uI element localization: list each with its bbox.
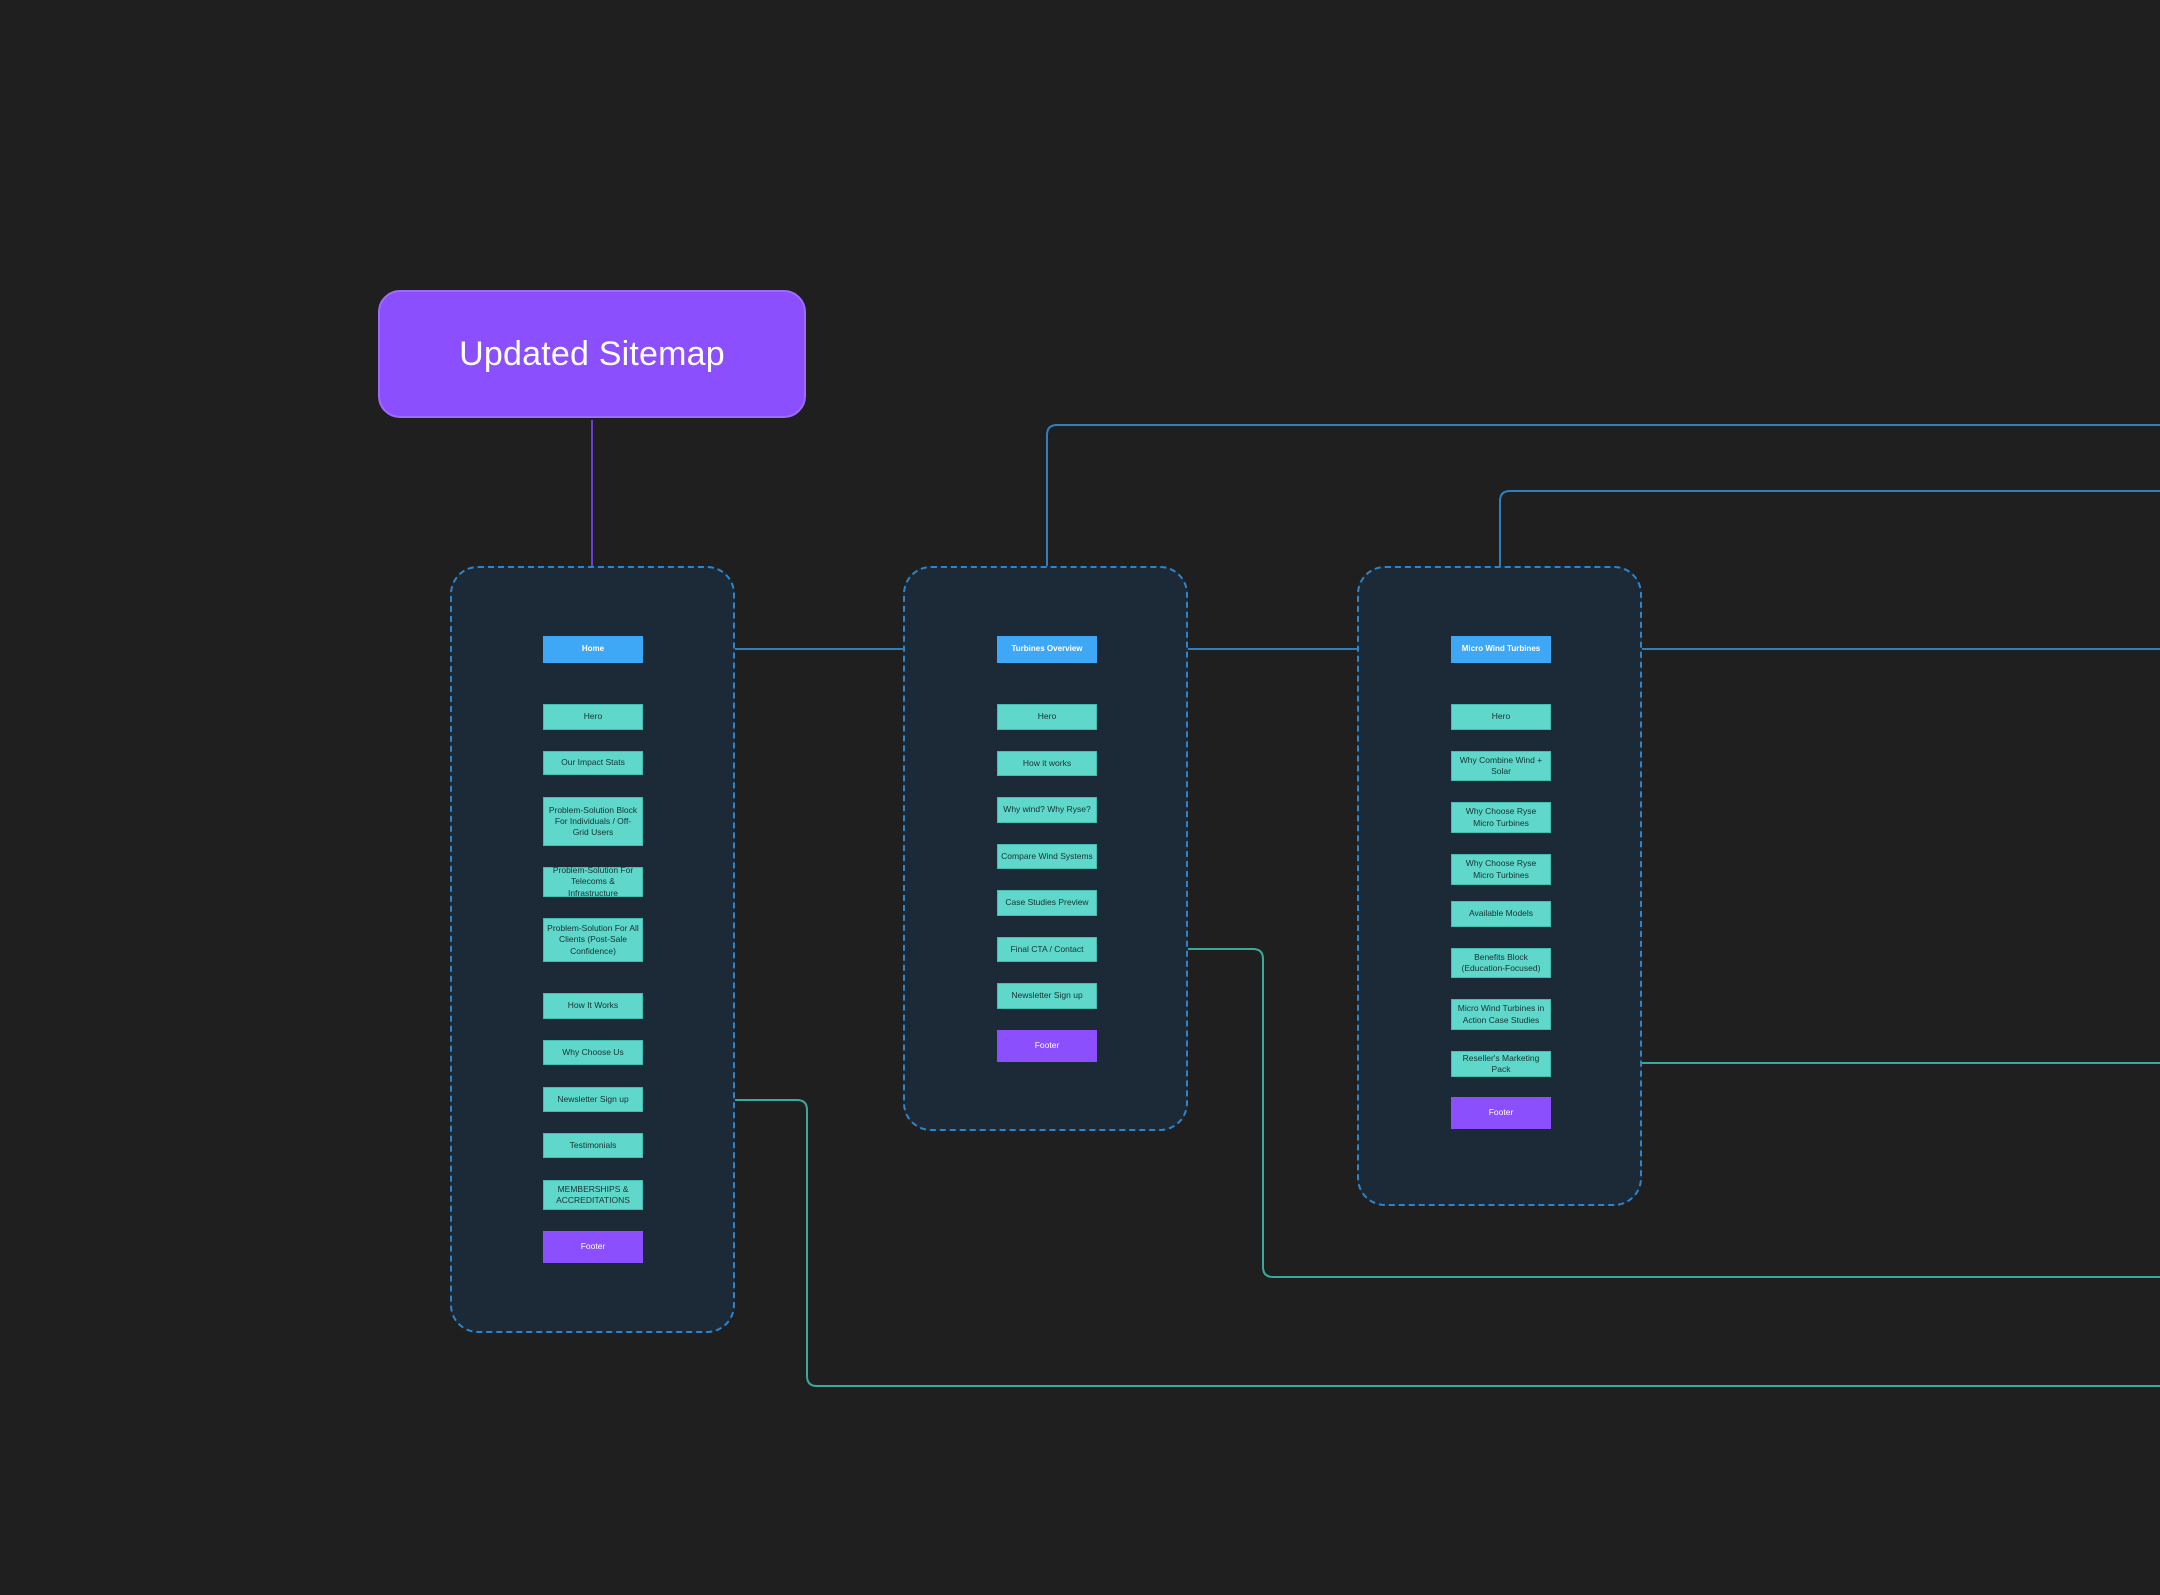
home-impact-stats-node[interactable]: Our Impact Stats — [543, 751, 643, 775]
turbines-case-studies-node[interactable]: Case Studies Preview — [997, 890, 1097, 916]
turbines-how-it-works-node[interactable]: How it works — [997, 751, 1097, 776]
micro-page-node[interactable]: Micro Wind Turbines — [1451, 636, 1551, 663]
home-problem-solution-all-clients-node[interactable]: Problem-Solution For All Clients (Post-S… — [543, 918, 643, 962]
micro-why-choose-2-node[interactable]: Why Choose Ryse Micro Turbines — [1451, 854, 1551, 885]
turbines-compare-node[interactable]: Compare Wind Systems — [997, 844, 1097, 869]
micro-reseller-pack-node[interactable]: Reseller's Marketing Pack — [1451, 1051, 1551, 1077]
turbines-footer-node[interactable]: Footer — [997, 1030, 1097, 1062]
home-hero-node[interactable]: Hero — [543, 704, 643, 730]
micro-benefits-node[interactable]: Benefits Block (Education-Focused) — [1451, 948, 1551, 978]
micro-wind-solar-node[interactable]: Why Combine Wind + Solar — [1451, 751, 1551, 781]
micro-why-choose-1-node[interactable]: Why Choose Ryse Micro Turbines — [1451, 802, 1551, 833]
turbines-hero-node[interactable]: Hero — [997, 704, 1097, 730]
home-footer-node[interactable]: Footer — [543, 1231, 643, 1263]
home-newsletter-node[interactable]: Newsletter Sign up — [543, 1087, 643, 1112]
micro-footer-node[interactable]: Footer — [1451, 1097, 1551, 1129]
turbines-why-wind-node[interactable]: Why wind? Why Ryse? — [997, 797, 1097, 823]
micro-hero-node[interactable]: Hero — [1451, 704, 1551, 730]
turbines-newsletter-node[interactable]: Newsletter Sign up — [997, 983, 1097, 1009]
home-how-it-works-node[interactable]: How It Works — [543, 993, 643, 1019]
turbines-page-node[interactable]: Turbines Overview — [997, 636, 1097, 663]
sitemap-title: Updated Sitemap — [378, 290, 806, 418]
home-testimonials-node[interactable]: Testimonials — [543, 1133, 643, 1158]
turbines-final-cta-node[interactable]: Final CTA / Contact — [997, 937, 1097, 962]
home-why-choose-us-node[interactable]: Why Choose Us — [543, 1040, 643, 1065]
home-memberships-node[interactable]: MEMBERSHIPS & ACCREDITATIONS — [543, 1180, 643, 1210]
home-problem-solution-telecoms-node[interactable]: Problem-Solution For Telecoms & Infrastr… — [543, 865, 643, 898]
home-problem-solution-individuals-node[interactable]: Problem-Solution Block For Individuals /… — [543, 797, 643, 846]
micro-available-models-node[interactable]: Available Models — [1451, 901, 1551, 927]
micro-case-studies-node[interactable]: Micro Wind Turbines in Action Case Studi… — [1451, 999, 1551, 1030]
home-page-node[interactable]: Home — [543, 636, 643, 663]
